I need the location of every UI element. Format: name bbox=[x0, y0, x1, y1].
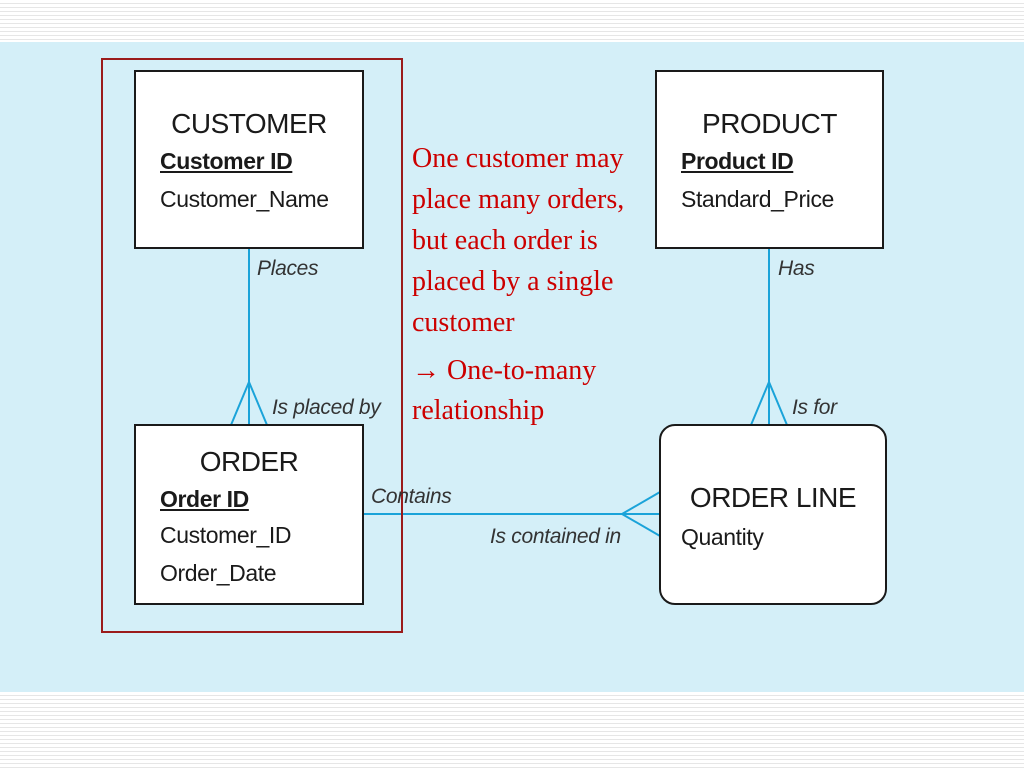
highlight-box bbox=[101, 58, 403, 633]
arrow-icon: → bbox=[412, 355, 440, 386]
relationship-label-is-for: Is for bbox=[792, 396, 837, 419]
entity-attribute: Order_Date bbox=[160, 560, 277, 586]
entity-title: CUSTOMER bbox=[171, 108, 327, 139]
entity-attribute: Customer_ID bbox=[160, 522, 292, 548]
note-conclusion: → One-to-many relationship bbox=[412, 351, 662, 431]
entity-attribute: Customer_Name bbox=[160, 186, 329, 212]
entity-order-line: ORDER LINE Quantity bbox=[659, 424, 887, 605]
entity-customer: CUSTOMER Customer ID Customer_Name bbox=[134, 70, 364, 249]
relationship-label-contains: Contains bbox=[371, 485, 452, 508]
entity-order: ORDER Order ID Customer_ID Order_Date bbox=[134, 424, 364, 605]
entity-attribute: Standard_Price bbox=[681, 186, 834, 212]
crows-foot-order-line-order bbox=[620, 491, 661, 537]
entity-title: ORDER bbox=[199, 446, 299, 477]
entity-attribute: Quantity bbox=[681, 524, 764, 550]
entity-title: ORDER LINE bbox=[689, 482, 857, 513]
relationship-label-has: Has bbox=[778, 257, 815, 280]
entity-title: PRODUCT bbox=[702, 108, 837, 139]
entity-key: Order ID bbox=[160, 486, 249, 512]
note-explanation: One customer may place many orders, but … bbox=[412, 143, 625, 338]
entity-key: Product ID bbox=[681, 148, 794, 174]
note-conclusion-text: One-to-many relationship bbox=[412, 355, 597, 426]
explanation-note: One customer may place many orders, but … bbox=[412, 138, 662, 431]
relationship-label-is-contained-in: Is contained in bbox=[490, 525, 621, 548]
relationship-label-is-placed-by: Is placed by bbox=[272, 396, 381, 419]
relationship-label-places: Places bbox=[257, 257, 319, 280]
crows-foot-order bbox=[230, 379, 268, 426]
entity-product: PRODUCT Product ID Standard_Price bbox=[655, 70, 884, 249]
crows-foot-order-line-product bbox=[750, 379, 788, 426]
entity-key: Customer ID bbox=[160, 148, 293, 174]
